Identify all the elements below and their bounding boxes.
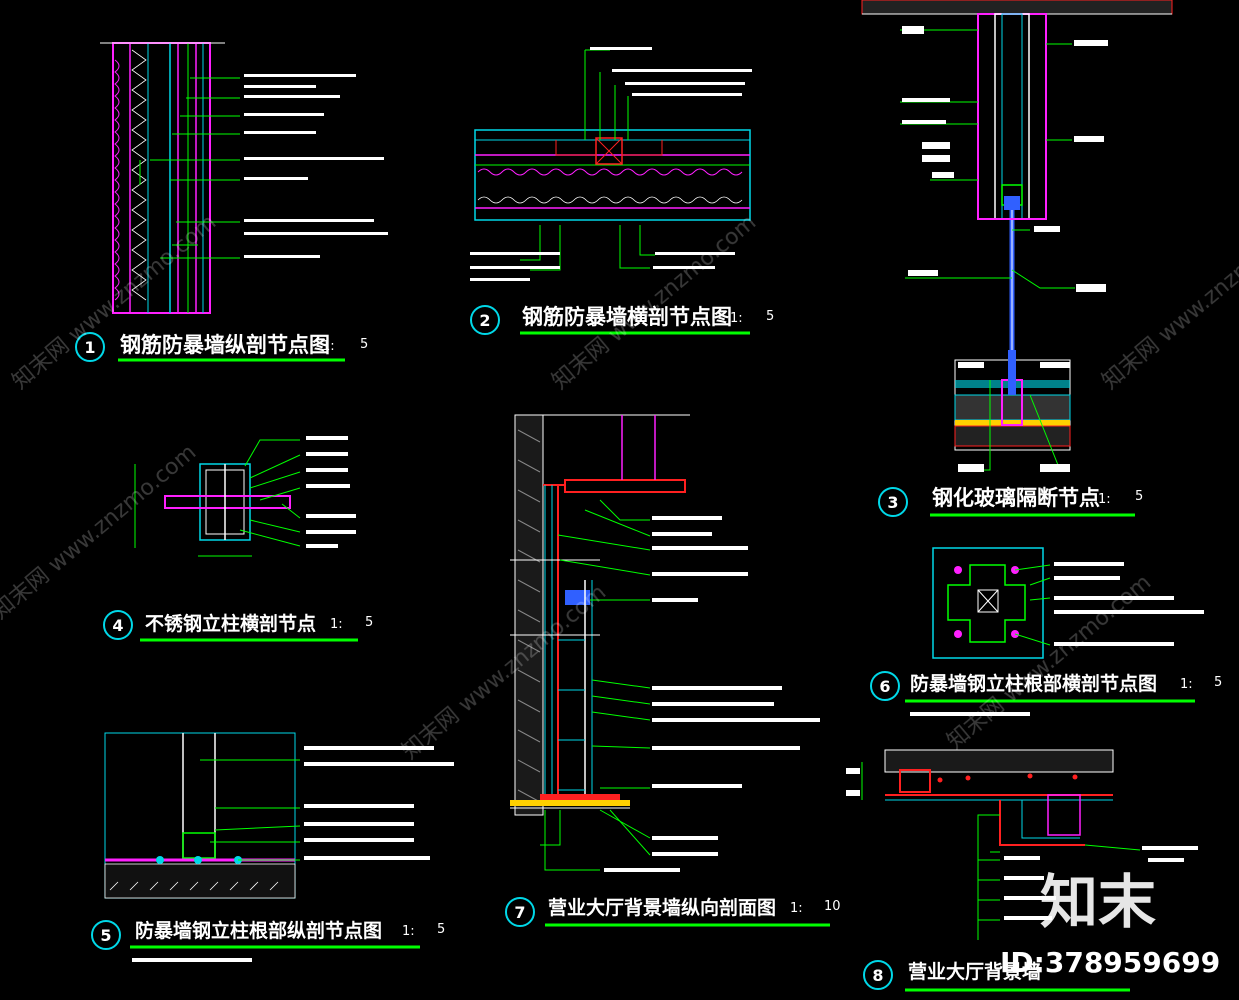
detail-5-drawing (104, 732, 454, 962)
detail-title-text-1: 钢筋防暴墙纵剖节点图 (120, 333, 330, 357)
detail-number-5: 5 (100, 926, 111, 945)
watermark-logo-text: 知末 (1040, 868, 1156, 936)
detail-number-8: 8 (872, 966, 883, 985)
detail-title-7: 7 营业大厅背景墙纵向剖面图 1: 10 (505, 896, 841, 927)
detail-1-drawing (100, 42, 388, 314)
detail-title-4: 4 不锈钢立柱横剖节点 1: 5 (103, 610, 373, 642)
detail-title-5: 5 防暴墙钢立柱根部纵剖节点图 1: 5 (91, 919, 445, 950)
detail-title-text-5: 防暴墙钢立柱根部纵剖节点图 (135, 919, 382, 942)
detail-scale-label-2: 1: (730, 311, 743, 326)
detail-title-text-3: 钢化玻璃隔断节点 (932, 486, 1100, 510)
detail-title-6: 6 防暴墙钢立柱根部横剖节点图 1: 5 (870, 671, 1222, 716)
detail-number-4: 4 (112, 616, 123, 635)
detail-title-text-8: 营业大厅背景墙 (908, 960, 1041, 983)
detail-number-7: 7 (514, 903, 525, 922)
detail-scale-label-7: 1: (790, 901, 803, 916)
detail-number-3: 3 (887, 493, 898, 512)
watermark-text: 知末网 www.znzmo.com (8, 210, 221, 395)
detail-scale-value-6: 5 (1214, 675, 1222, 690)
detail-3-drawing (861, 0, 1173, 472)
watermark-text: 知末网 www.znzmo.com (1098, 210, 1239, 395)
watermark-text: 知末网 www.znzmo.com (548, 210, 761, 395)
watermark-logo: 知末 ID:378959699 (1000, 868, 1220, 979)
detail-number-1: 1 (84, 338, 95, 357)
detail-title-1: 1 钢筋防暴墙纵剖节点图 1: 5 (75, 332, 368, 362)
detail-scale-value-4: 5 (365, 615, 373, 630)
detail-title-2: 2 钢筋防暴墙横剖节点图 1: 5 (470, 305, 774, 335)
detail-number-6: 6 (879, 677, 890, 696)
detail-number-2: 2 (479, 311, 490, 330)
detail-scale-value-3: 5 (1135, 489, 1143, 504)
watermark-text: 知末网 www.znzmo.com (0, 440, 201, 625)
detail-title-text-7: 营业大厅背景墙纵向剖面图 (548, 896, 776, 919)
detail-scale-label-1: 1: (322, 339, 335, 354)
watermark-id: ID:378959699 (1000, 946, 1220, 979)
detail-title-text-2: 钢筋防暴墙横剖节点图 (522, 305, 732, 329)
detail-scale-value-5: 5 (437, 922, 445, 937)
detail-scale-label-5: 1: (402, 924, 415, 939)
detail-title-text-6: 防暴墙钢立柱根部横剖节点图 (910, 672, 1157, 695)
detail-4-drawing (134, 436, 356, 557)
detail-8-drawing (846, 749, 1198, 940)
detail-scale-label-3: 1: (1098, 492, 1111, 507)
detail-7-drawing (510, 414, 820, 872)
detail-scale-label-6: 1: (1180, 677, 1193, 692)
detail-scale-value-2: 5 (766, 309, 774, 324)
detail-title-8: 8 营业大厅背景墙 (863, 960, 1130, 992)
detail-title-3: 3 钢化玻璃隔断节点 1: 5 (878, 486, 1143, 517)
detail-scale-label-4: 1: (330, 617, 343, 632)
watermark-text: 知末网 www.znzmo.com (398, 580, 611, 765)
detail-2-drawing (470, 47, 752, 281)
detail-scale-value-7: 10 (824, 899, 841, 914)
detail-6-drawing (932, 547, 1204, 659)
detail-title-text-4: 不锈钢立柱横剖节点 (145, 612, 316, 635)
detail-scale-value-1: 5 (360, 337, 368, 352)
